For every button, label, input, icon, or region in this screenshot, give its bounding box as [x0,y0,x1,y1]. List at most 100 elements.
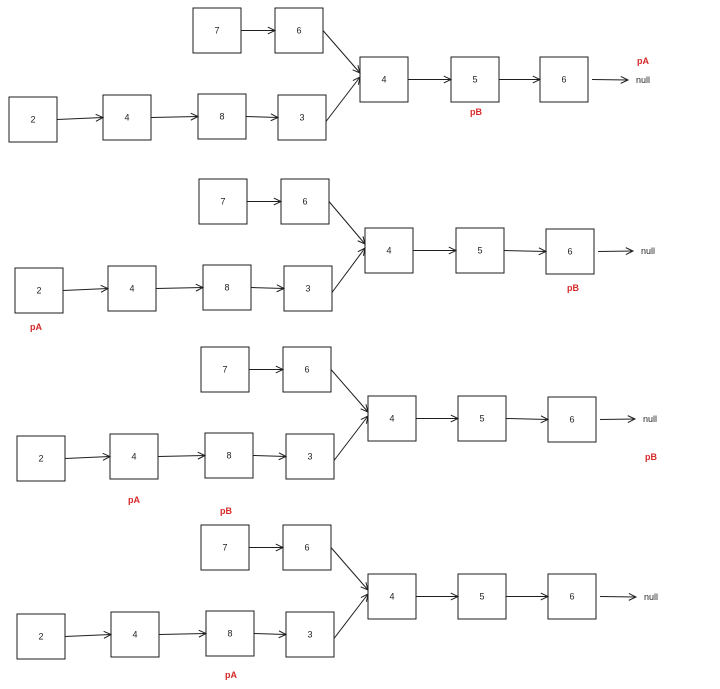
node-value: 2 [30,115,35,125]
list-b-arrow [56,113,105,122]
merge-arrow-b [325,76,361,122]
list-b-node-4: 3 [285,433,335,480]
node-value: 4 [132,630,137,640]
list-b-arrow [157,451,207,460]
list-b-arrow [250,284,286,293]
null-arrow [591,75,630,84]
pointer-pa: pA [30,322,42,332]
node-value: 8 [227,629,232,639]
node-value: 7 [222,543,227,553]
null-label: null [643,414,657,424]
node-value: 6 [569,415,574,425]
node-value: 5 [477,246,482,256]
null-arrow [599,415,637,424]
shared-arrow [506,592,550,601]
node-value: 6 [304,365,309,375]
merge-arrow-a [330,369,369,413]
pointer-pa: pA [637,56,649,66]
shared-node-3: 6 [545,228,595,275]
list-b-arrow [64,452,112,461]
list-b-node-1: 2 [16,613,66,660]
list-b-node-2: 4 [110,611,160,658]
node-value: 5 [472,75,477,85]
list-b-arrow [64,630,113,639]
shared-node-2: 5 [450,56,500,103]
merge-arrow-b [333,593,369,639]
shared-node-1: 4 [367,573,417,620]
shared-node-2: 5 [455,227,505,274]
node-value: 7 [222,365,227,375]
shared-node-1: 4 [359,56,409,103]
list-b-node-4: 3 [283,265,333,312]
node-value: 4 [129,284,134,294]
node-value: 4 [131,452,136,462]
node-value: 6 [302,197,307,207]
node-value: 4 [386,246,391,256]
list-b-node-1: 2 [14,267,64,314]
diagram-2: 7 6 2 4 8 3 4 5 6 null pA pB [14,178,655,332]
node-value: 5 [479,592,484,602]
shared-arrow [503,247,548,256]
shared-arrow [413,246,458,255]
list-b-node-2: 4 [107,265,157,312]
list-b-node-4: 3 [285,611,335,658]
pointer-pa: pA [225,670,237,680]
merge-arrow-b [333,415,369,461]
list-b-node-2: 4 [109,433,159,480]
node-value: 8 [219,112,224,122]
node-value: 2 [36,286,41,296]
list-b-arrow [252,452,288,461]
node-value: 4 [389,592,394,602]
node-value: 6 [304,543,309,553]
shared-node-3: 6 [539,56,589,103]
diagram-4: 7 6 2 4 8 3 4 5 6 null pA pB [16,506,658,680]
list-b-arrow [150,112,200,121]
null-label: null [644,592,658,602]
shared-node-2: 5 [457,395,507,442]
list-b-node-1: 2 [8,96,58,143]
node-value: 8 [226,451,231,461]
node-value: 8 [224,283,229,293]
shared-arrow [408,75,453,84]
null-label: null [641,246,655,256]
null-label: null [636,75,650,85]
list-a-arrow [247,197,283,206]
list-b-node-2: 4 [102,94,152,141]
shared-node-1: 4 [364,227,414,274]
list-a-arrow [249,365,285,374]
shared-node-3: 6 [547,396,597,443]
list-b-node-3: 8 [204,432,254,479]
list-b-arrow [155,283,205,292]
list-a-node-1: 7 [192,7,242,54]
node-value: 6 [569,592,574,602]
pointer-pa: pA [128,495,140,505]
node-value: 4 [389,414,394,424]
null-arrow [597,247,635,256]
node-value: 3 [299,113,304,123]
list-b-node-3: 8 [197,93,247,140]
list-a-node-1: 7 [200,346,250,393]
list-b-arrow [62,284,110,293]
node-value: 3 [307,630,312,640]
list-b-arrow [158,629,208,638]
list-a-node-1: 7 [198,178,248,225]
node-value: 2 [38,632,43,642]
pointer-pb: pB [567,283,579,293]
merge-arrow-a [328,201,366,245]
node-value: 6 [561,75,566,85]
shared-node-1: 4 [367,395,417,442]
node-value: 5 [479,414,484,424]
merge-arrow-a [330,547,369,591]
shared-arrow [416,414,460,423]
list-b-node-4: 3 [277,94,327,141]
node-value: 3 [305,284,310,294]
node-value: 2 [38,454,43,464]
shared-arrow [499,75,542,84]
shared-node-2: 5 [457,573,507,620]
pointer-pb: pB [220,506,232,516]
list-a-arrow [241,26,277,35]
merge-arrow-a [322,30,361,74]
